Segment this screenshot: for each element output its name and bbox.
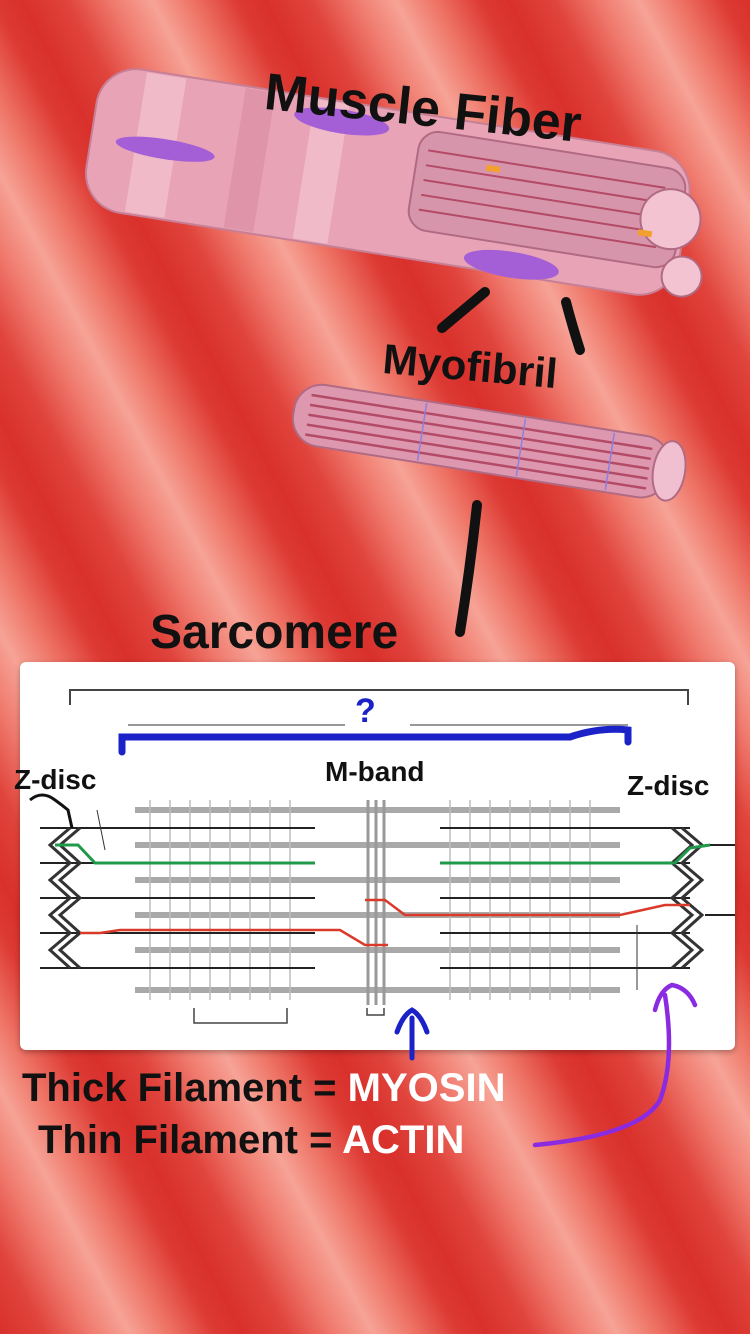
nucleus bbox=[115, 136, 215, 162]
z-disc-left-label: Z-disc bbox=[14, 764, 97, 795]
nucleus bbox=[294, 107, 390, 136]
muscle-fiber bbox=[84, 68, 703, 298]
thin-filament-prefix: Thin Filament = bbox=[38, 1118, 333, 1162]
myosin-term: MYOSIN bbox=[347, 1066, 506, 1110]
thin-filament-label: Thin Filament = ACTIN bbox=[38, 1118, 464, 1163]
m-band-label: M-band bbox=[325, 756, 425, 787]
question-mark-label: ? bbox=[355, 692, 376, 730]
nucleus bbox=[463, 249, 559, 280]
thick-filament-label: Thick Filament = MYOSIN bbox=[22, 1066, 505, 1111]
z-disc-right-label: Z-disc bbox=[627, 770, 710, 801]
sarcomere-title: Sarcomere bbox=[150, 606, 399, 659]
thick-filament-prefix: Thick Filament = bbox=[22, 1066, 337, 1110]
actin-term: ACTIN bbox=[342, 1118, 465, 1162]
